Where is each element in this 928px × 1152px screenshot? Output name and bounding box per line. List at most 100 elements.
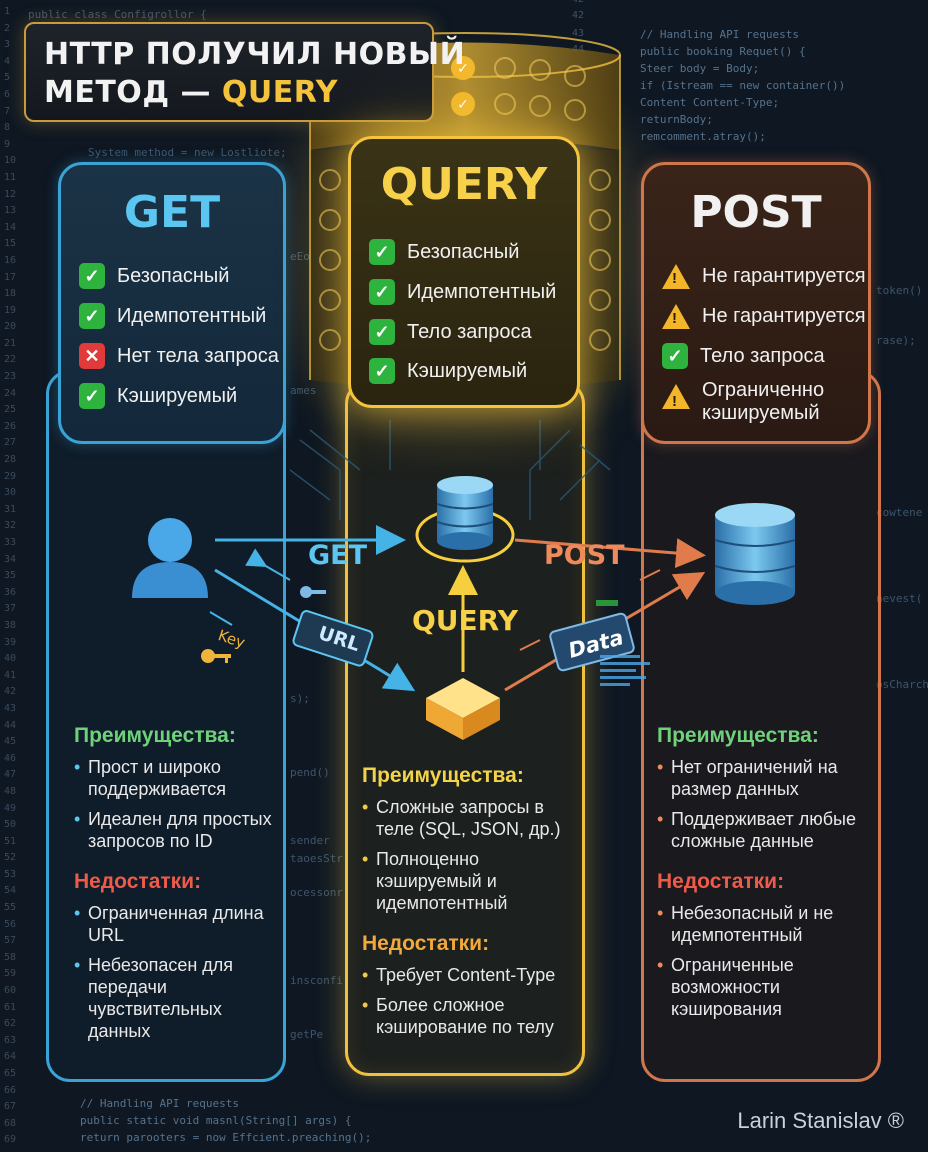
line-number: 12	[4, 188, 17, 200]
post-pro-item: Поддерживает любые сложные данные	[657, 808, 871, 852]
title-prefix: МЕТОД —	[44, 75, 222, 110]
key-icon	[201, 649, 231, 663]
code-fragment: nevest(	[876, 592, 923, 605]
line-number: 3	[4, 39, 11, 51]
code-fragment: taoesStr	[290, 852, 343, 865]
code-line: // Handling API requests	[640, 28, 799, 41]
get-feature: ✕Нет тела запроса	[79, 343, 279, 369]
get-small-arrow	[245, 548, 291, 581]
user-icon	[132, 518, 208, 598]
line-number: 21	[4, 337, 17, 349]
line-number: 13	[4, 205, 17, 217]
code-fragment: cowtene	[876, 506, 923, 519]
feature-text: Не гарантируется	[702, 304, 866, 327]
line-number: 2	[4, 22, 11, 34]
check-icon: ✓	[79, 383, 105, 409]
query-pros-title: Преимущества:	[362, 764, 524, 787]
line-number: 49	[4, 802, 17, 814]
line-number: 5	[4, 72, 11, 84]
post-con-item: Небезопасный и не идемпотентный	[657, 902, 871, 946]
code-fragment: ocessonr	[290, 886, 343, 899]
query-feature: ✓Тело запроса	[369, 319, 532, 345]
code-line: public static void masnl(String[] args) …	[80, 1114, 352, 1127]
get-con-item: Небезопасен для передачи чувствительных …	[74, 954, 284, 1042]
line-number: 43	[4, 702, 17, 714]
line-number: 24	[4, 387, 17, 399]
line-number: 17	[4, 271, 17, 283]
line-number: 15	[4, 238, 17, 250]
code-gutter-number: 42	[572, 10, 585, 21]
get-con-item: Ограниченная длина URL	[74, 902, 284, 946]
line-number: 27	[4, 437, 17, 449]
page-title: HTTP ПОЛУЧИЛ НОВЫЙ МЕТОД — QUERY	[24, 22, 466, 122]
post-pros-cons: Преимущества: Нет ограничений на размер …	[657, 724, 871, 1028]
line-number: 44	[4, 719, 17, 731]
line-number: 30	[4, 487, 17, 499]
check-icon: ✓	[369, 279, 395, 305]
line-number: 11	[4, 171, 17, 183]
svg-text:✓: ✓	[457, 97, 469, 113]
line-number: 20	[4, 321, 17, 333]
line-number: 14	[4, 221, 17, 233]
line-number: 4	[4, 55, 11, 67]
line-number: 52	[4, 852, 17, 864]
post-database-icon	[714, 503, 796, 605]
code-fragment: getPe	[290, 1028, 324, 1041]
center-database-icon	[436, 476, 494, 550]
feature-text: Тело запроса	[700, 344, 825, 367]
title-line-1: HTTP ПОЛУЧИЛ НОВЫЙ	[44, 37, 466, 72]
get-feature: ✓ Кэшируемый	[79, 383, 237, 409]
line-number: 8	[4, 122, 11, 134]
feature-text: Тело запроса	[407, 320, 532, 343]
line-number: 61	[4, 1001, 17, 1013]
code-line: public booking Requet() {	[640, 45, 806, 58]
line-number: 41	[4, 669, 17, 681]
query-cube-icon	[426, 678, 500, 740]
get-pro-item: Идеален для простых запросов по ID	[74, 808, 284, 852]
get-feature: ✓Идемпотентный	[79, 303, 266, 329]
query-flow-label: QUERY	[412, 604, 518, 637]
line-number: 48	[4, 785, 17, 797]
line-number: 25	[4, 404, 17, 416]
line-number: 68	[4, 1117, 17, 1129]
url-tag-icon	[292, 610, 374, 667]
line-number: 50	[4, 819, 17, 831]
line-number: 35	[4, 570, 17, 582]
query-feature: ✓Идемпотентный	[369, 279, 556, 305]
feature-text: Кэшируемый	[117, 384, 238, 407]
line-number: 40	[4, 653, 17, 665]
code-fragment: pend()	[290, 766, 330, 779]
line-number: 22	[4, 354, 17, 366]
check-icon: ✓	[369, 358, 395, 384]
warning-icon: !	[662, 263, 690, 289]
get-pro-item: Прост и широко поддерживается	[74, 756, 284, 800]
line-number: 19	[4, 304, 17, 316]
query-card: QUERY ✓Безопасный ✓Идемпотентный ✓Тело з…	[348, 136, 580, 408]
line-number: 10	[4, 155, 17, 167]
post-pro-item: Нет ограничений на размер данных	[657, 756, 871, 800]
query-cons-title: Недостатки:	[362, 932, 490, 955]
get-cons-title: Недостатки:	[74, 870, 202, 893]
code-gutter-number: 42	[572, 0, 584, 5]
query-con-item: Более сложное кэширование по телу	[362, 994, 574, 1038]
line-number: 1	[4, 6, 11, 17]
cross-icon: ✕	[79, 343, 105, 369]
line-number: 36	[4, 586, 17, 598]
code-fragment: sender	[290, 834, 330, 847]
feature-text: Безопасный	[117, 264, 230, 287]
line-number: 32	[4, 520, 17, 532]
line-number: 53	[4, 868, 17, 880]
feature-text: Ограниченно кэшируемый	[702, 379, 825, 424]
query-feature: ✓Кэшируемый	[369, 358, 527, 384]
line-number: 18	[4, 288, 17, 300]
line-number: 26	[4, 420, 17, 432]
line-number: 47	[4, 769, 17, 781]
code-line: if (Istream == new container())	[640, 79, 846, 92]
query-feature: ✓Безопасный	[369, 239, 519, 265]
get-small-arrow	[209, 611, 233, 626]
line-number: 51	[4, 835, 17, 847]
post-card: POST !Не гарантируется !Не гарантируется…	[641, 162, 871, 444]
check-icon: ✓	[79, 263, 105, 289]
